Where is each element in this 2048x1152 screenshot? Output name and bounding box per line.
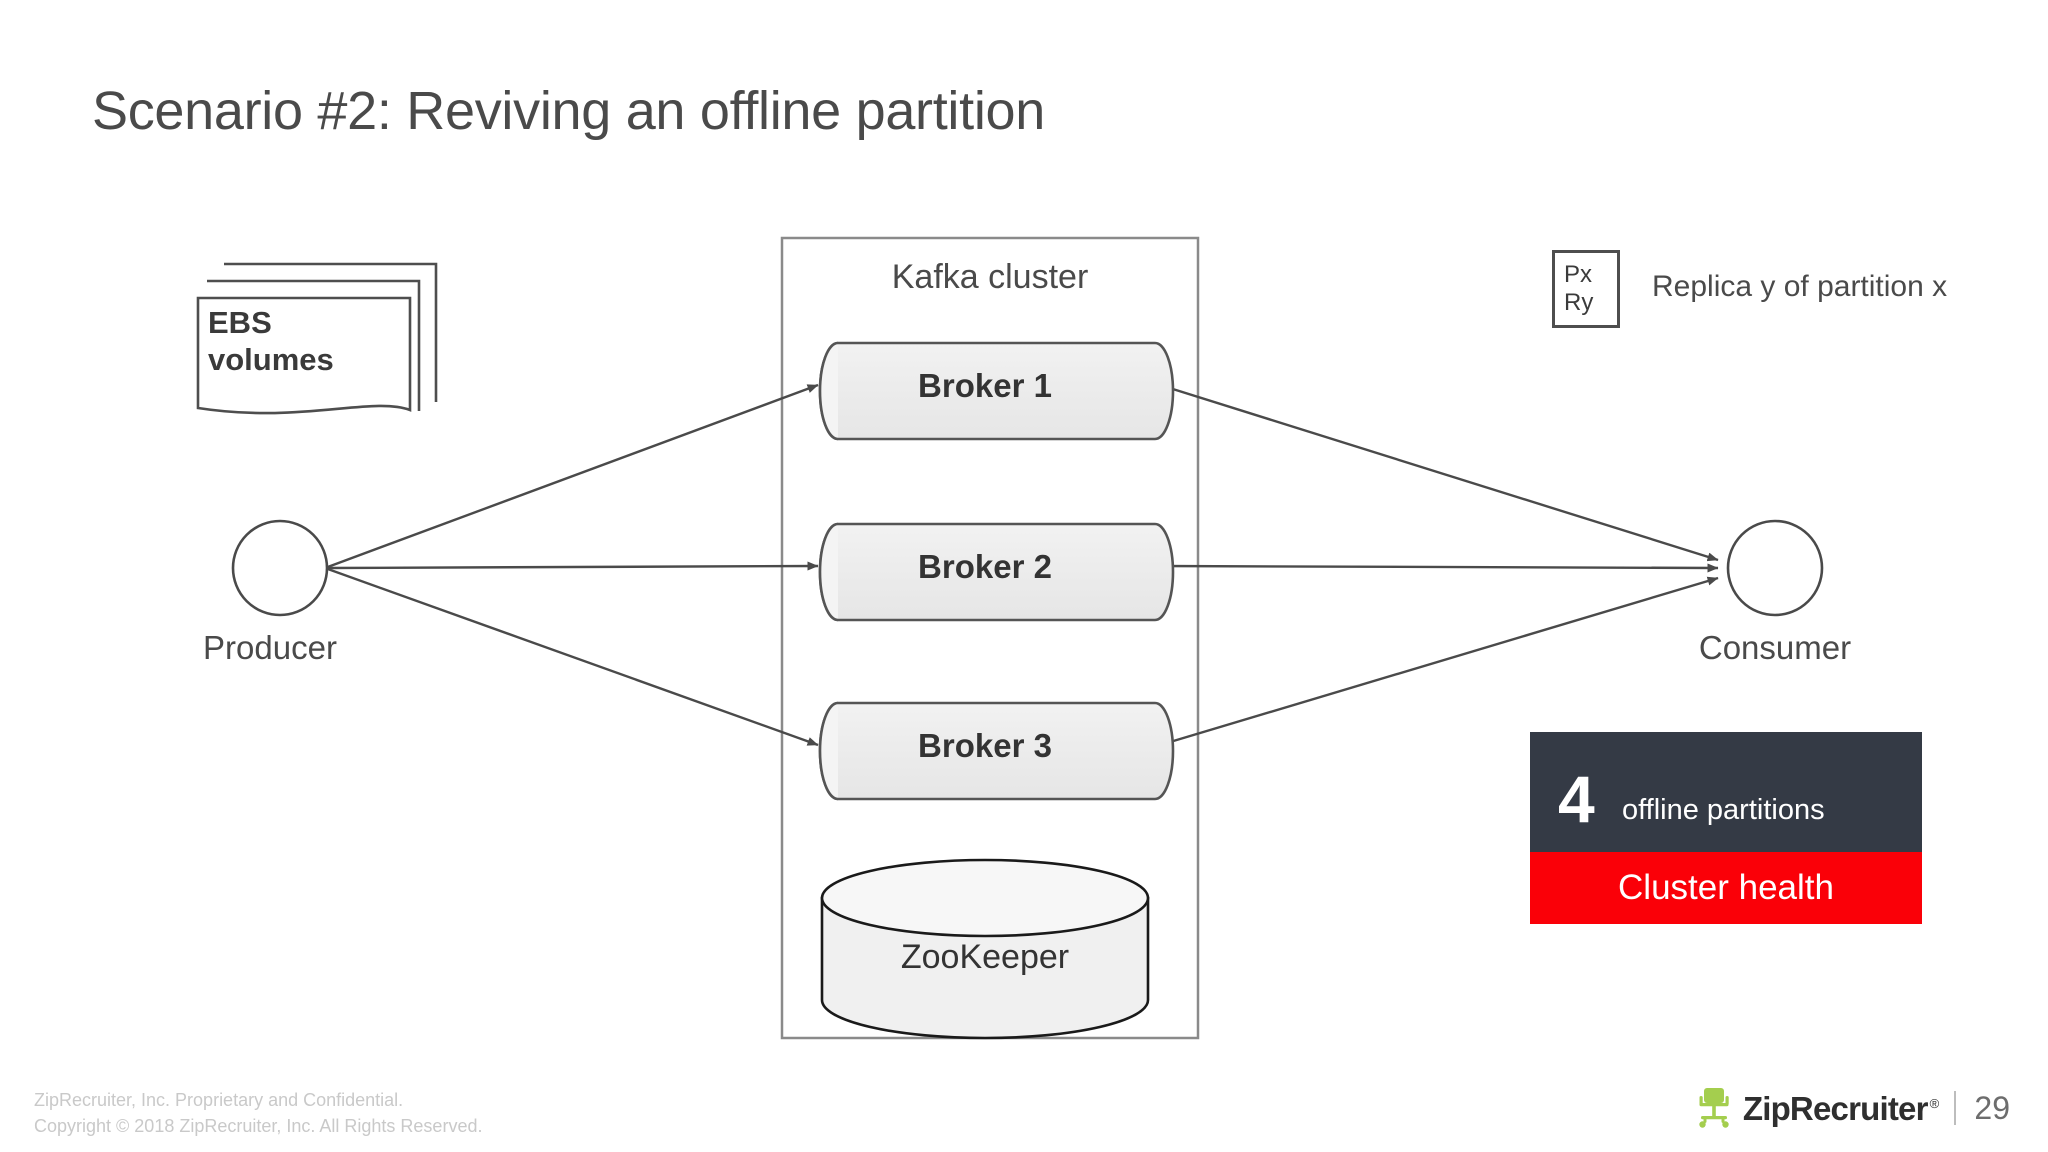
page-title: Scenario #2: Reviving an offline partiti…: [92, 81, 1045, 141]
consumer-node-circle: [1726, 519, 1824, 617]
edge-broker-1-consumer: [1159, 383, 1719, 562]
broker-2-cylinder: [818, 522, 1175, 622]
ebs-volumes-label-line-1: EBS: [208, 305, 272, 340]
cluster-health-status-badge: Cluster health: [1530, 852, 1922, 924]
footer-legal-text: ZipRecruiter, Inc. Proprietary and Confi…: [34, 1088, 482, 1139]
ebs-volumes-label-line-2: volumes: [208, 341, 334, 377]
office-chair-icon: [1699, 1088, 1729, 1128]
producer-node-circle: [231, 519, 329, 617]
edge-producer-broker-1: [324, 383, 819, 570]
edge-broker-3-consumer: [1159, 576, 1719, 747]
producer-to-broker-edges: [324, 383, 819, 747]
stacked-documents-icon: [196, 262, 438, 415]
edge-producer-broker-2: [324, 561, 819, 571]
offline-partitions-count: 4: [1558, 762, 1595, 836]
legend-replica-code: Ry: [1564, 289, 1594, 317]
offline-partitions-metric: 4 offline partitions: [1530, 732, 1922, 852]
zookeeper-label: ZooKeeper: [900, 938, 1070, 976]
ebs-volumes-label: EBS volumes: [208, 305, 398, 378]
replica-legend-box: Px Ry: [1552, 250, 1620, 328]
zookeeper-database-cylinder: [820, 858, 1150, 1040]
broker-1-label: Broker 1: [918, 367, 1052, 404]
broker-2-label: Broker 2: [918, 548, 1052, 585]
registered-trademark-icon: ®: [1929, 1095, 1940, 1111]
brand-wordmark: ZipRecruiter®: [1743, 1092, 1939, 1125]
broker-1-cylinder: [818, 341, 1175, 441]
footer-legal-line-1: ZipRecruiter, Inc. Proprietary and Confi…: [34, 1090, 404, 1110]
footer-brand: ZipRecruiter® 29: [1697, 1086, 2010, 1130]
kafka-cluster-title: Kafka cluster: [891, 258, 1089, 296]
offline-partitions-caption: offline partitions: [1622, 794, 1825, 826]
consumer-label: Consumer: [1698, 629, 1852, 666]
brand-name-text: ZipRecruiter: [1742, 1089, 1929, 1127]
replica-legend-caption: Replica y of partition x: [1652, 270, 1948, 303]
footer-divider: [1954, 1091, 1957, 1125]
broker-3-cylinder: [818, 701, 1175, 801]
broker-3-label: Broker 3: [918, 727, 1052, 764]
cluster-health-status-label: Cluster health: [1618, 868, 1834, 907]
legend-partition-code: Px: [1564, 261, 1593, 288]
footer-legal-line-2: Copyright © 2018 ZipRecruiter, Inc. All …: [34, 1115, 483, 1136]
page-number: 29: [1974, 1090, 2010, 1126]
cluster-health-panel: 4 offline partitions Cluster health: [1530, 732, 1922, 924]
edge-producer-broker-3: [324, 566, 819, 747]
producer-label: Producer: [203, 629, 337, 666]
broker-to-consumer-edges: [1159, 383, 1719, 747]
edge-broker-2-consumer: [1159, 563, 1719, 573]
